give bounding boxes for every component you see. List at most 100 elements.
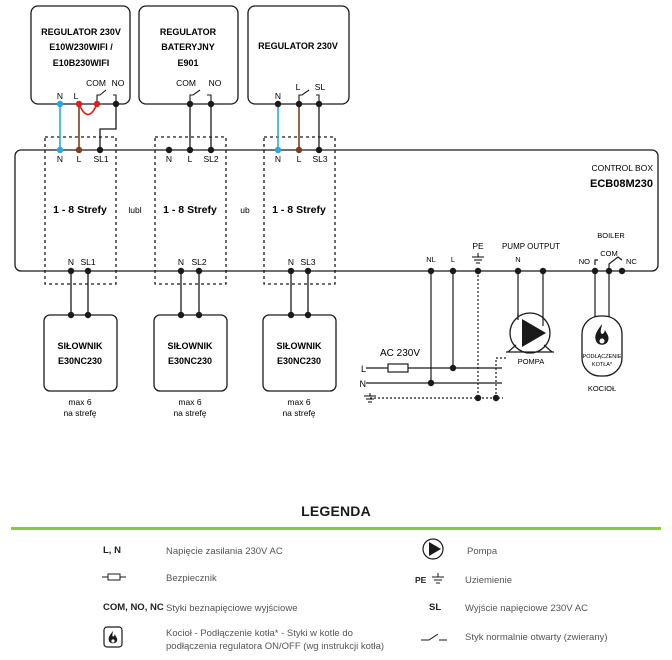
terminal-label: SL (315, 82, 326, 92)
regulator-1-title-1: REGULATOR 230V (41, 27, 121, 37)
pump-output-title: PUMP OUTPUT (502, 242, 560, 251)
terminal-label: SL2 (191, 257, 206, 267)
actuator-1-note: max 6 (68, 397, 91, 407)
regulator-2-title-2: BATERYJNY (161, 42, 215, 52)
terminal-dot (186, 100, 194, 108)
legend-key-sl: SL (429, 602, 442, 613)
pump-label: POMPA (518, 357, 545, 366)
actuator-2-model: E30NC230 (168, 356, 212, 366)
ground-icon (472, 253, 484, 264)
terminal-label: SL2 (203, 154, 218, 164)
legend-divider (11, 527, 661, 530)
supply-ground-icon (364, 393, 376, 403)
supply-label: AC 230V (380, 348, 420, 359)
regulator-2-title-1: REGULATOR (160, 27, 217, 37)
terminal-dot (93, 100, 101, 108)
boiler-icon (581, 315, 623, 377)
terminal-dot (295, 100, 303, 108)
legend-key-com-no-nc: COM, NO, NC (103, 602, 164, 613)
flame-icon (595, 324, 609, 345)
wire-no-sl1 (99, 104, 117, 150)
actuator-3-note: max 6 (287, 397, 310, 407)
control-box-subtitle: CONTROL BOX (591, 163, 653, 173)
fuse-icon (102, 573, 126, 581)
boiler-inner-text: KOTŁA* (592, 362, 613, 368)
terminal-label-pump-n: N (515, 255, 520, 264)
regulator-2-title-3: E901 (177, 58, 198, 68)
regulator-3-title: REGULATOR 230V (258, 41, 338, 51)
terminal-label-l: L (451, 255, 455, 264)
terminal-label: N (57, 154, 63, 164)
terminal-label-pe: PE (472, 241, 484, 251)
terminal-dot (207, 100, 215, 108)
contact-3 (298, 89, 310, 104)
terminal-dot (56, 146, 64, 154)
legend-desc: Styki beznapięciowe wyjściowe (166, 603, 298, 614)
terminal-label: L (297, 154, 302, 164)
terminal-dot (274, 146, 282, 154)
boiler-flame-icon (103, 626, 123, 648)
regulator-box-1 (30, 5, 131, 105)
regulator-box-2 (138, 5, 239, 105)
actuator-2-note: max 6 (178, 397, 201, 407)
actuator-box-3 (262, 314, 337, 392)
terminal-label: L (188, 154, 193, 164)
terminal-dot (56, 100, 64, 108)
legend-desc: Napięcie zasilania 230V AC (166, 546, 283, 557)
legend-desc: Styk normalnie otwarty (zwierany) (465, 632, 608, 643)
actuator-2-note: na strefę (173, 408, 206, 418)
terminal-label-com: COM (600, 249, 618, 258)
zone-label-3: 1 - 8 Strefy (272, 204, 326, 216)
terminal-label-no: NO (579, 257, 590, 266)
terminal-dot (315, 100, 323, 108)
terminal-label-nl: NL (426, 255, 436, 264)
terminal-label: NO (112, 78, 125, 88)
terminal-label: SL3 (300, 257, 315, 267)
actuator-1-title: SIŁOWNIK (58, 341, 103, 351)
boiler-inner-text: PODŁĄCZENIE (583, 354, 622, 360)
zone-label-2: 1 - 8 Strefy (163, 204, 217, 216)
actuator-3-title: SIŁOWNIK (277, 341, 322, 351)
zone-frame-3 (263, 136, 336, 285)
terminal-dot (274, 100, 282, 108)
zone-frame-2 (154, 136, 227, 285)
terminal-label: COM (86, 78, 106, 88)
separator-label-1: lubl (128, 205, 141, 215)
terminal-dot (207, 146, 215, 154)
terminal-dot (112, 100, 120, 108)
terminal-label: N (275, 154, 281, 164)
regulator-1-title-3: E10B230WIFI (53, 58, 110, 68)
actuator-2-title: SIŁOWNIK (168, 341, 213, 351)
legend-desc: Kocioł - Podłączenie kotła* - Styki w ko… (166, 628, 353, 639)
supply-l-label: L (361, 364, 366, 374)
terminal-label: L (77, 154, 82, 164)
terminal-label: SL3 (312, 154, 327, 164)
supply-n-label: N (360, 379, 367, 389)
legend-desc: Bezpiecznik (166, 573, 217, 584)
terminal-dot (186, 146, 194, 154)
terminal-dot (295, 146, 303, 154)
terminal-dot (96, 146, 104, 154)
terminal-label: N (275, 91, 281, 101)
terminal-label: N (288, 257, 294, 267)
legend-desc: Uziemienie (465, 575, 512, 586)
terminal-dot (165, 146, 173, 154)
terminal-dot (75, 100, 83, 108)
boiler-title: BOILER (597, 231, 625, 240)
contact-2 (189, 89, 201, 104)
terminal-label: NO (209, 78, 222, 88)
control-box-model: ECB08M230 (590, 178, 653, 190)
terminal-label: L (296, 82, 301, 92)
terminal-label: N (68, 257, 74, 267)
contact-1 (96, 89, 107, 104)
actuator-box-1 (43, 314, 118, 392)
terminal-label: N (166, 154, 172, 164)
terminal-label: L (74, 91, 79, 101)
wiring-diagram: REGULATOR 230V E10W230WIFI / E10B230WIFI… (14, 5, 659, 418)
terminal-label: N (178, 257, 184, 267)
legend-desc: Pompa (467, 546, 498, 557)
ground-icon (432, 573, 444, 584)
wire-bridge-1 (78, 103, 98, 116)
terminal-label: COM (176, 78, 196, 88)
pump-icon (422, 538, 444, 560)
